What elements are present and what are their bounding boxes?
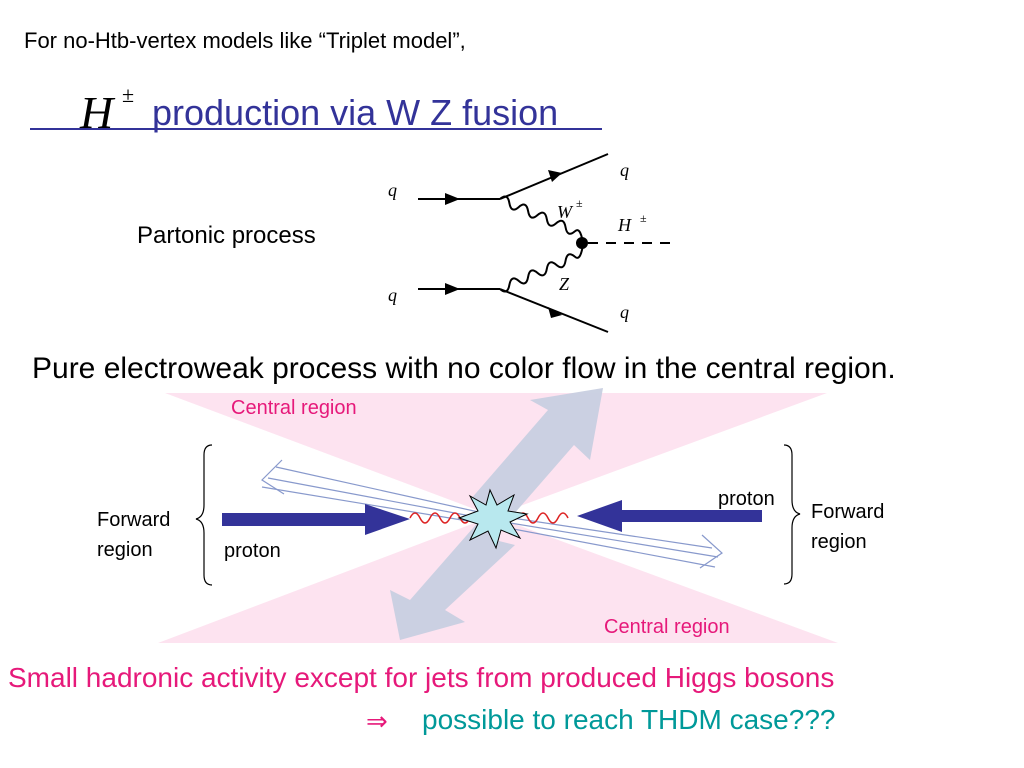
- conclusion-line-2: possible to reach THDM case???: [422, 704, 836, 735]
- jet-arrow-down: [390, 520, 515, 640]
- arrow-icon: [548, 307, 562, 318]
- forward-region-label-right: Forward region: [811, 501, 885, 553]
- title-underline: [30, 128, 602, 130]
- higgs-label: H: [617, 215, 632, 235]
- arrow-icon: [548, 170, 562, 182]
- w-boson-label: W: [557, 202, 574, 222]
- w-boson-line: [499, 195, 584, 243]
- jet-arrow-up: [470, 388, 603, 530]
- central-region-band-bottom: [158, 516, 838, 643]
- brace-right: [783, 444, 801, 585]
- z-boson-line: [499, 245, 584, 293]
- brace-left: [195, 444, 213, 586]
- quark-label-out-top: q: [620, 160, 629, 180]
- central-region-label-top: Central region: [231, 397, 357, 419]
- title-superscript: ±: [122, 82, 135, 107]
- collision-star-icon: [457, 488, 529, 550]
- arrow-icon: [445, 283, 460, 295]
- implies-icon: ⇒: [366, 706, 388, 736]
- z-boson-label: Z: [559, 274, 570, 294]
- quark-label-in-top: q: [388, 180, 397, 200]
- proton-arrow-left: [222, 504, 410, 535]
- arrow-icon: [445, 193, 460, 205]
- title-symbol: H: [80, 87, 114, 138]
- intro-text: For no-Htb-vertex models like “Triplet m…: [24, 28, 466, 53]
- higgs-sup: ±: [640, 211, 647, 225]
- forward-region-label-left: Forward region: [97, 509, 171, 561]
- electroweak-statement: Pure electroweak process with no color f…: [32, 352, 896, 385]
- partonic-process-label: Partonic process: [137, 222, 316, 249]
- quark-label-in-bottom: q: [388, 285, 397, 305]
- proton-label-right: proton: [718, 488, 775, 510]
- slide-title: production via W Z fusion: [152, 92, 559, 133]
- w-boson-sup: ±: [576, 196, 583, 210]
- central-region-band-top: [165, 393, 827, 516]
- quark-label-out-bottom: q: [620, 302, 629, 322]
- proton-arrow-right: [577, 500, 762, 532]
- radiation-wave-right: [517, 512, 569, 524]
- proton-label-left: proton: [224, 540, 281, 562]
- conclusion-line-1: Small hadronic activity except for jets …: [8, 662, 835, 693]
- higgs-vertex: [576, 237, 588, 249]
- central-region-label-bottom: Central region: [604, 616, 730, 638]
